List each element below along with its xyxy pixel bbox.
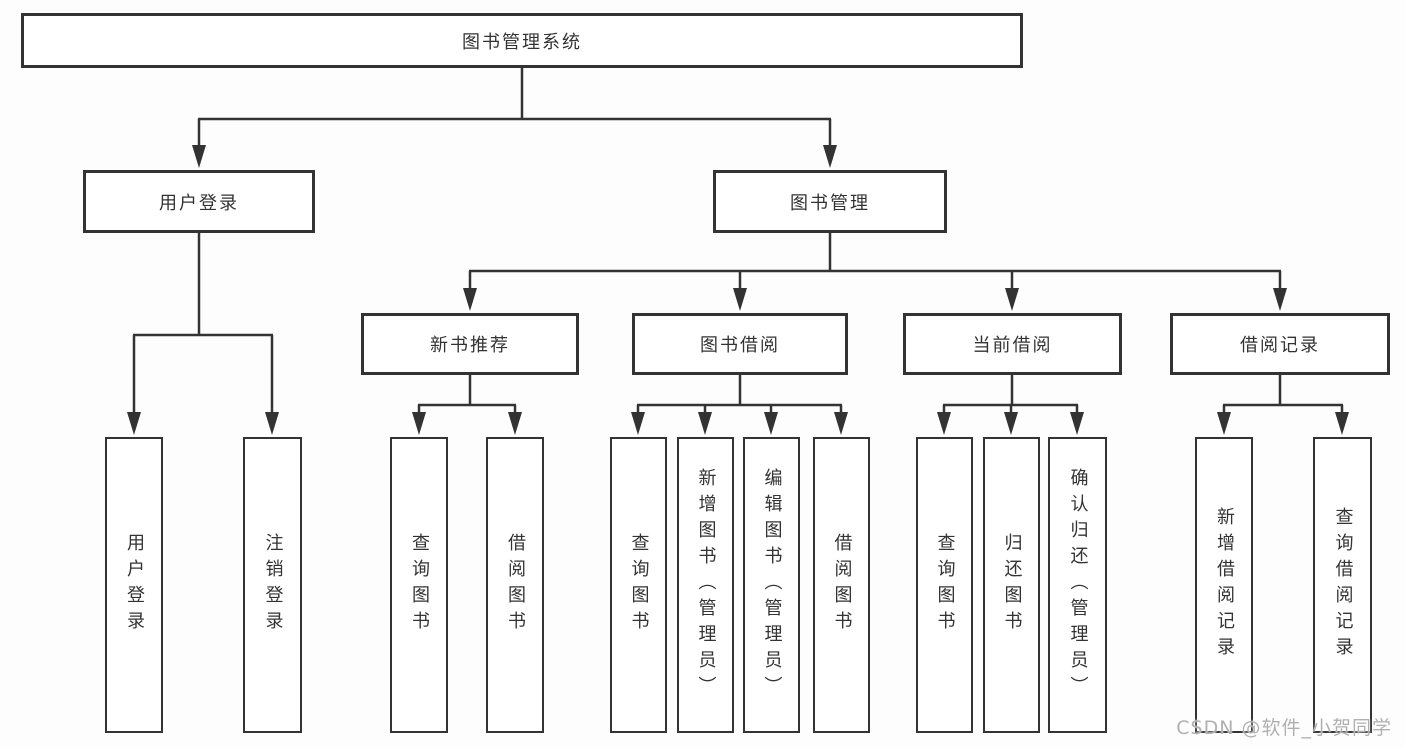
node-book-borrowing: 图书借阅 [632,313,848,375]
node-edit-books-admin: 编辑图书（管理员） [743,437,800,733]
node-borrow-books-recommend: 借阅图书 [486,437,544,733]
node-current-borrowing: 当前借阅 [903,313,1122,375]
node-query-books-borrowing: 查询图书 [610,437,667,733]
node-logout: 注销登录 [243,437,302,733]
node-return-books: 归还图书 [983,437,1040,733]
node-confirm-return-admin: 确认归还（管理员） [1048,437,1107,733]
connector-root-to-branches [197,68,832,158]
node-user-login-branch: 用户登录 [83,170,315,233]
node-library-management-system: 图书管理系统 [21,13,1023,68]
connector-user-login-to-leaves [132,233,274,425]
node-user-login: 用户登录 [105,437,163,733]
node-borrow-books-borrowing: 借阅图书 [813,437,870,733]
node-query-borrow-record: 查询借阅记录 [1313,437,1372,733]
node-new-book-recommend: 新书推荐 [361,313,579,375]
csdn-watermark: CSDN @软件_小贺同学 [1176,717,1392,739]
node-add-borrow-record: 新增借阅记录 [1195,437,1253,733]
node-query-books-current: 查询图书 [916,437,973,733]
arrowheads [127,145,1349,435]
node-query-books-recommend: 查询图书 [390,437,448,733]
connector-modules-to-leaves [417,375,1344,425]
node-add-books-admin: 新增图书（管理员） [677,437,734,733]
node-borrowing-records: 借阅记录 [1170,313,1390,375]
node-book-management-branch: 图书管理 [713,170,947,233]
connector-book-management-to-modules [468,233,1282,301]
